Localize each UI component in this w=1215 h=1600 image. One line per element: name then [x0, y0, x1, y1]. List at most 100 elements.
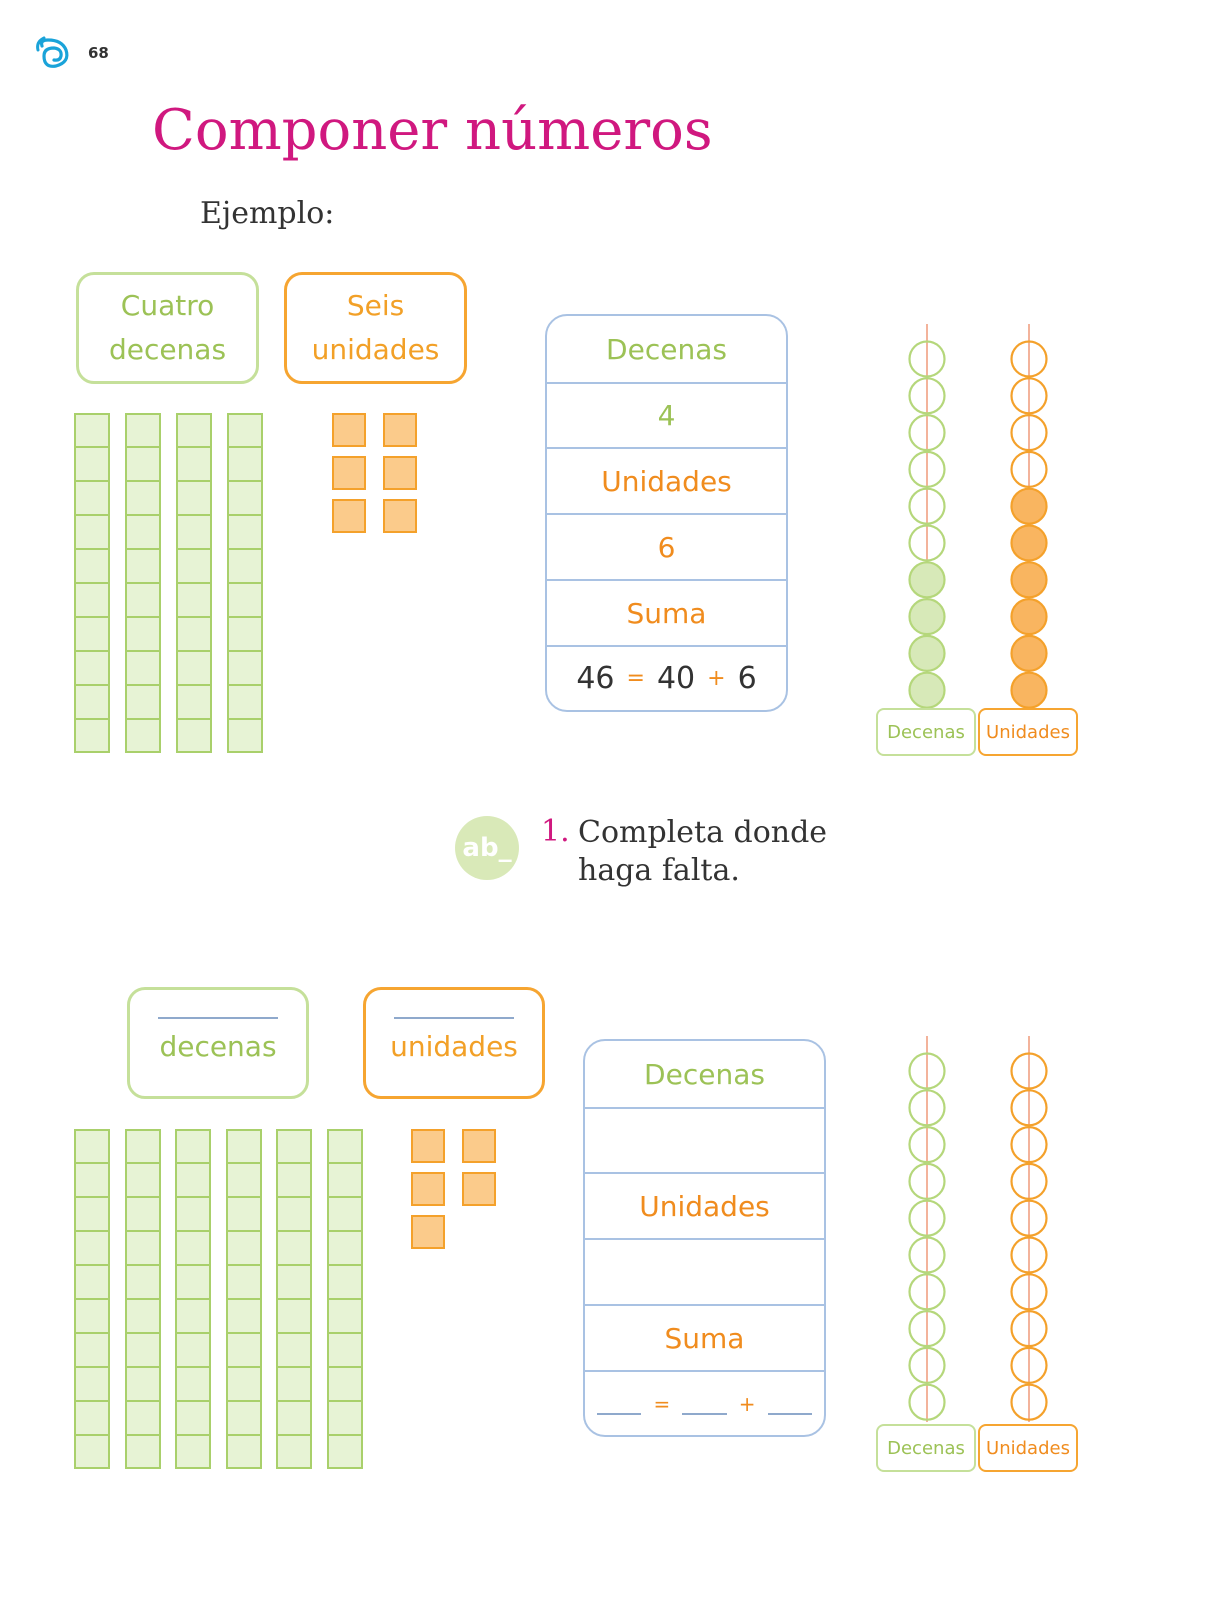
rod-cell — [276, 1129, 312, 1163]
rod-cell — [124, 1367, 161, 1401]
abacus-exercise[interactable] — [876, 1036, 1086, 1470]
rod-cell — [74, 515, 110, 549]
units-abacus-bead[interactable] — [1010, 1052, 1048, 1090]
abacus-example — [876, 324, 1086, 758]
unit-block — [411, 1215, 445, 1249]
units-abacus-bead[interactable] — [1010, 671, 1048, 709]
sum-tens-blank[interactable] — [682, 1412, 727, 1415]
tens-rod — [225, 1129, 262, 1469]
tens-abacus-bead[interactable] — [908, 413, 946, 452]
units-abacus-bead[interactable] — [1010, 561, 1048, 599]
rod-cell — [227, 515, 263, 549]
rod-cell — [124, 1299, 161, 1333]
units-abacus-bead[interactable] — [1010, 634, 1048, 672]
rod-cell — [175, 1299, 211, 1333]
units-abacus-bead[interactable] — [1010, 1089, 1048, 1127]
units-header-cell: Unidades — [547, 449, 786, 515]
rod-cell — [74, 1265, 110, 1299]
rod-cell — [74, 1129, 110, 1163]
rod-cell — [276, 1163, 312, 1197]
exercise-place-value-table[interactable]: Decenas Unidades Suma = + — [583, 1039, 826, 1437]
rod-cell — [124, 1231, 161, 1265]
units-abacus-bead[interactable] — [1010, 1273, 1048, 1311]
tens-rod — [326, 1129, 363, 1469]
rod-cell — [276, 1265, 312, 1299]
equals-sign: = — [653, 1391, 671, 1416]
page-number: 68 — [88, 44, 109, 62]
tens-abacus-bead[interactable] — [908, 671, 946, 709]
units-abacus-bead[interactable] — [1010, 1162, 1048, 1200]
units-abacus-bead[interactable] — [1010, 1199, 1048, 1237]
rod-cell — [124, 1163, 161, 1197]
tens-word-line1: Cuatro — [120, 289, 215, 322]
tens-abacus-bead[interactable] — [908, 598, 946, 636]
units-abacus-bead[interactable] — [1010, 1383, 1048, 1421]
units-abacus-bead[interactable] — [1010, 1346, 1048, 1384]
exercise-instruction: Completa donde haga falta. — [578, 815, 828, 888]
rod-cell — [124, 1197, 161, 1231]
unit-block — [332, 499, 366, 533]
tens-word-card: Cuatro decenas — [76, 272, 259, 384]
rod-cell — [276, 1231, 312, 1265]
rod-cell — [125, 515, 161, 549]
tens-abacus-bead[interactable] — [908, 377, 946, 415]
rod-cell — [175, 1367, 211, 1401]
sum-total-blank[interactable] — [597, 1412, 642, 1415]
exercise-tens-answer-cell[interactable] — [585, 1109, 824, 1174]
unit-block — [383, 456, 417, 490]
units-blank-card[interactable]: unidades — [363, 987, 545, 1099]
units-answer-blank[interactable] — [394, 1017, 514, 1019]
rod-cell — [227, 413, 263, 447]
units-abacus-bead[interactable] — [1010, 377, 1048, 415]
abacus-tens-label: Decenas — [876, 708, 976, 756]
tens-abacus-bead[interactable] — [908, 1089, 946, 1127]
tens-abacus-bead[interactable] — [908, 561, 946, 599]
units-abacus-bead[interactable] — [1010, 1236, 1048, 1274]
rod-cell — [74, 549, 110, 583]
rod-cell — [176, 549, 212, 583]
exercise-units-answer-cell[interactable] — [585, 1240, 824, 1306]
tens-abacus-bead[interactable] — [908, 1346, 946, 1384]
tens-abacus-bead[interactable] — [908, 450, 946, 488]
sum-units-blank[interactable] — [767, 1412, 812, 1415]
tens-blank-card[interactable]: decenas — [127, 987, 309, 1099]
rod-cell — [326, 1299, 363, 1333]
tens-abacus-bead[interactable] — [908, 634, 946, 672]
units-abacus-bead[interactable] — [1010, 450, 1048, 488]
tens-abacus-bead[interactable] — [908, 340, 946, 378]
rod-cell — [227, 481, 263, 515]
units-abacus-bead[interactable] — [1010, 340, 1048, 378]
sum-units: 6 — [737, 661, 757, 696]
sum-header-cell: Suma — [547, 581, 786, 647]
units-abacus-bead[interactable] — [1010, 487, 1048, 525]
tens-abacus-bead[interactable] — [908, 1162, 946, 1200]
units-abacus-bead[interactable] — [1010, 524, 1048, 562]
tens-abacus-bead[interactable] — [908, 1125, 946, 1164]
units-word-line1: Seis — [346, 289, 405, 322]
units-word: unidades — [390, 1030, 518, 1063]
tens-abacus-bead[interactable] — [908, 1310, 946, 1348]
sum-equation-cell: 46 = 40 + 6 — [547, 647, 786, 710]
tens-abacus-bead[interactable] — [908, 1273, 946, 1311]
tens-answer-blank[interactable] — [158, 1017, 278, 1019]
rod-cell — [176, 447, 212, 481]
units-abacus-bead[interactable] — [1010, 598, 1048, 636]
rod-cell — [276, 1367, 312, 1401]
tens-abacus-bead[interactable] — [908, 1052, 946, 1090]
units-abacus-bead[interactable] — [1010, 1125, 1048, 1164]
rod-cell — [125, 685, 161, 719]
rod-cell — [74, 1197, 110, 1231]
rod-cell — [227, 651, 263, 685]
exercise-sum-equation-cell[interactable]: = + — [585, 1372, 824, 1435]
tens-abacus-bead[interactable] — [908, 1383, 946, 1421]
tens-abacus-bead[interactable] — [908, 524, 946, 562]
rod-cell — [175, 1129, 211, 1163]
exercise-tens-header-cell: Decenas — [585, 1041, 824, 1109]
units-abacus-bead[interactable] — [1010, 1310, 1048, 1348]
rod-cell — [176, 685, 212, 719]
units-abacus-bead[interactable] — [1010, 413, 1048, 452]
tens-abacus-bead[interactable] — [908, 1199, 946, 1237]
tens-abacus-bead[interactable] — [908, 1236, 946, 1274]
tens-abacus-bead[interactable] — [908, 487, 946, 525]
tens-word-line2: decenas — [108, 333, 227, 366]
